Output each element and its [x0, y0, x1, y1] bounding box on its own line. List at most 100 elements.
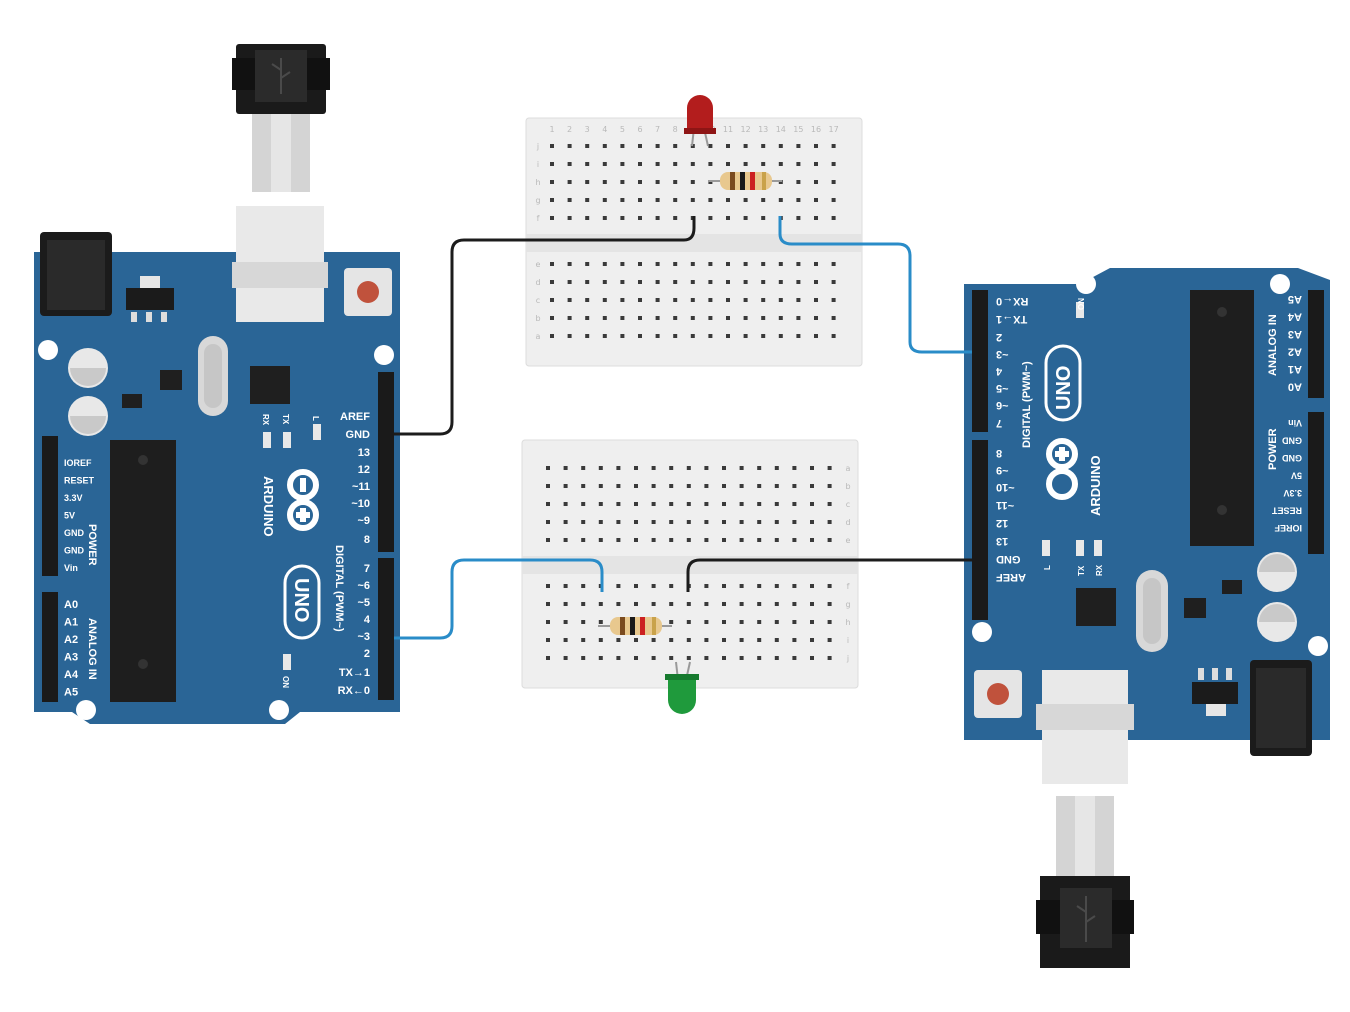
breadboard-hole[interactable]	[616, 466, 621, 470]
breadboard-hole[interactable]	[546, 538, 550, 542]
breadboard-hole[interactable]	[796, 316, 801, 320]
breadboard-hole[interactable]	[761, 262, 766, 266]
breadboard-hole[interactable]	[726, 280, 730, 284]
breadboard-hole[interactable]	[831, 162, 836, 166]
breadboard-hole[interactable]	[651, 484, 656, 488]
breadboard-hole[interactable]	[704, 466, 709, 470]
breadboard-hole[interactable]	[761, 334, 766, 338]
breadboard-hole[interactable]	[827, 584, 832, 588]
breadboard-top[interactable]: 1234567891011121314151617jihgfedcba	[525, 117, 863, 367]
arduino-uno-right[interactable]	[964, 268, 1330, 784]
breadboard-hole[interactable]	[634, 584, 638, 588]
breadboard-hole[interactable]	[792, 584, 797, 588]
breadboard-hole[interactable]	[634, 538, 638, 542]
breadboard-hole[interactable]	[585, 162, 590, 166]
breadboard-hole[interactable]	[739, 484, 744, 488]
breadboard-hole[interactable]	[686, 502, 691, 506]
breadboard-hole[interactable]	[810, 502, 814, 506]
breadboard-hole[interactable]	[655, 216, 660, 220]
breadboard-hole[interactable]	[810, 602, 814, 606]
breadboard-hole[interactable]	[827, 502, 832, 506]
breadboard-hole[interactable]	[792, 538, 797, 542]
breadboard-hole[interactable]	[757, 520, 762, 524]
breadboard-hole[interactable]	[620, 298, 625, 302]
breadboard-hole[interactable]	[810, 656, 814, 660]
breadboard-hole[interactable]	[581, 602, 586, 606]
breadboard-hole[interactable]	[757, 484, 762, 488]
breadboard-hole[interactable]	[669, 520, 674, 524]
breadboard-hole[interactable]	[814, 198, 818, 202]
breadboard-hole[interactable]	[585, 198, 590, 202]
breadboard-hole[interactable]	[546, 484, 550, 488]
breadboard-hole[interactable]	[778, 316, 783, 320]
breadboard-hole[interactable]	[708, 334, 713, 338]
breadboard-hole[interactable]	[616, 656, 621, 660]
breadboard-hole[interactable]	[620, 262, 625, 266]
breadboard-hole[interactable]	[726, 298, 730, 302]
digital-header-bottom[interactable]	[972, 440, 988, 620]
breadboard-hole[interactable]	[690, 198, 695, 202]
breadboard-hole[interactable]	[814, 144, 818, 148]
breadboard-hole[interactable]	[739, 638, 744, 642]
breadboard-hole[interactable]	[726, 316, 730, 320]
breadboard-hole[interactable]	[686, 538, 691, 542]
breadboard-hole[interactable]	[796, 280, 801, 284]
breadboard-hole[interactable]	[739, 584, 744, 588]
breadboard-hole[interactable]	[655, 162, 660, 166]
breadboard-hole[interactable]	[638, 298, 642, 302]
breadboard-hole[interactable]	[563, 584, 568, 588]
breadboard-hole[interactable]	[774, 502, 779, 506]
breadboard-hole[interactable]	[690, 280, 695, 284]
breadboard-hole[interactable]	[655, 280, 660, 284]
breadboard-hole[interactable]	[778, 198, 783, 202]
breadboard-hole[interactable]	[792, 520, 797, 524]
breadboard-hole[interactable]	[550, 180, 554, 184]
breadboard-hole[interactable]	[796, 144, 801, 148]
breadboard-hole[interactable]	[602, 198, 607, 202]
breadboard-hole[interactable]	[673, 180, 678, 184]
breadboard-hole[interactable]	[739, 538, 744, 542]
breadboard-hole[interactable]	[778, 162, 783, 166]
breadboard-hole[interactable]	[810, 638, 814, 642]
breadboard-hole[interactable]	[704, 638, 709, 642]
breadboard-hole[interactable]	[673, 280, 678, 284]
breadboard-hole[interactable]	[563, 602, 568, 606]
breadboard-hole[interactable]	[810, 484, 814, 488]
breadboard-hole[interactable]	[722, 638, 726, 642]
breadboard-hole[interactable]	[669, 584, 674, 588]
breadboard-hole[interactable]	[686, 602, 691, 606]
breadboard-hole[interactable]	[669, 502, 674, 506]
breadboard-hole[interactable]	[708, 162, 713, 166]
breadboard-hole[interactable]	[563, 466, 568, 470]
breadboard-hole[interactable]	[602, 334, 607, 338]
breadboard-hole[interactable]	[655, 316, 660, 320]
analog-header[interactable]	[1308, 290, 1324, 398]
red-led[interactable]	[684, 95, 716, 147]
breadboard-hole[interactable]	[602, 162, 607, 166]
breadboard-hole[interactable]	[761, 316, 766, 320]
breadboard-hole[interactable]	[686, 620, 691, 624]
breadboard-hole[interactable]	[550, 262, 554, 266]
breadboard-hole[interactable]	[814, 334, 818, 338]
breadboard-hole[interactable]	[655, 198, 660, 202]
breadboard-hole[interactable]	[704, 584, 709, 588]
breadboard-hole[interactable]	[743, 316, 748, 320]
breadboard-hole[interactable]	[827, 656, 832, 660]
breadboard-hole[interactable]	[743, 262, 748, 266]
breadboard-hole[interactable]	[598, 602, 603, 606]
breadboard-hole[interactable]	[743, 162, 748, 166]
breadboard-hole[interactable]	[743, 298, 748, 302]
breadboard-hole[interactable]	[616, 584, 621, 588]
breadboard-hole[interactable]	[722, 484, 726, 488]
breadboard-hole[interactable]	[620, 280, 625, 284]
breadboard-hole[interactable]	[567, 180, 572, 184]
breadboard-hole[interactable]	[774, 638, 779, 642]
breadboard-hole[interactable]	[827, 484, 832, 488]
breadboard-hole[interactable]	[774, 620, 779, 624]
breadboard-hole[interactable]	[831, 180, 836, 184]
breadboard-hole[interactable]	[602, 298, 607, 302]
breadboard-hole[interactable]	[655, 298, 660, 302]
blue-wire-right-pin3[interactable]	[778, 216, 972, 354]
breadboard-hole[interactable]	[585, 180, 590, 184]
breadboard-hole[interactable]	[722, 620, 726, 624]
